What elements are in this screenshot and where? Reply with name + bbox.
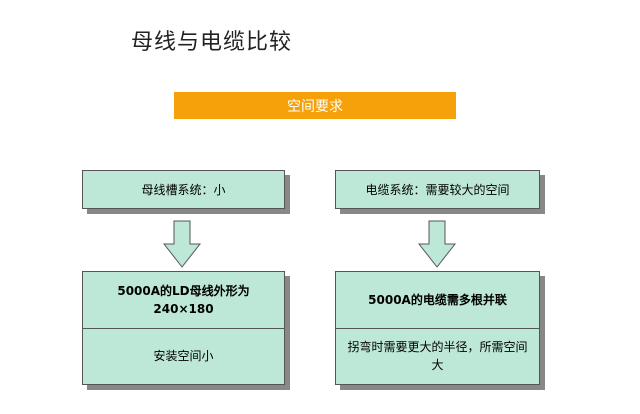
busbar-details-box: 5000A的LD母线外形为240×180 安装空间小 xyxy=(82,271,285,385)
down-arrow-right xyxy=(418,220,456,268)
busbar-system-box: 母线槽系统：小 xyxy=(82,170,285,209)
space-requirement-banner: 空间要求 xyxy=(174,92,456,119)
cable-parallel-text: 5000A的电缆需多根并联 xyxy=(368,292,507,307)
slide-title: 母线与电缆比较 xyxy=(131,30,293,55)
cable-details-box: 5000A的电缆需多根并联 拐弯时需要更大的半径，所需空间大 xyxy=(335,271,540,385)
cable-system-label: 电缆系统：需要较大的空间 xyxy=(365,183,510,197)
busbar-size-text: 5000A的LD母线外形为240×180 xyxy=(117,283,250,316)
cable-bend-text: 拐弯时需要更大的半径，所需空间大 xyxy=(336,327,539,385)
busbar-system-label: 母线槽系统：小 xyxy=(141,183,226,197)
down-arrow-left xyxy=(163,220,201,268)
busbar-space-text: 安装空间小 xyxy=(83,327,284,385)
cable-system-box: 电缆系统：需要较大的空间 xyxy=(335,170,540,209)
